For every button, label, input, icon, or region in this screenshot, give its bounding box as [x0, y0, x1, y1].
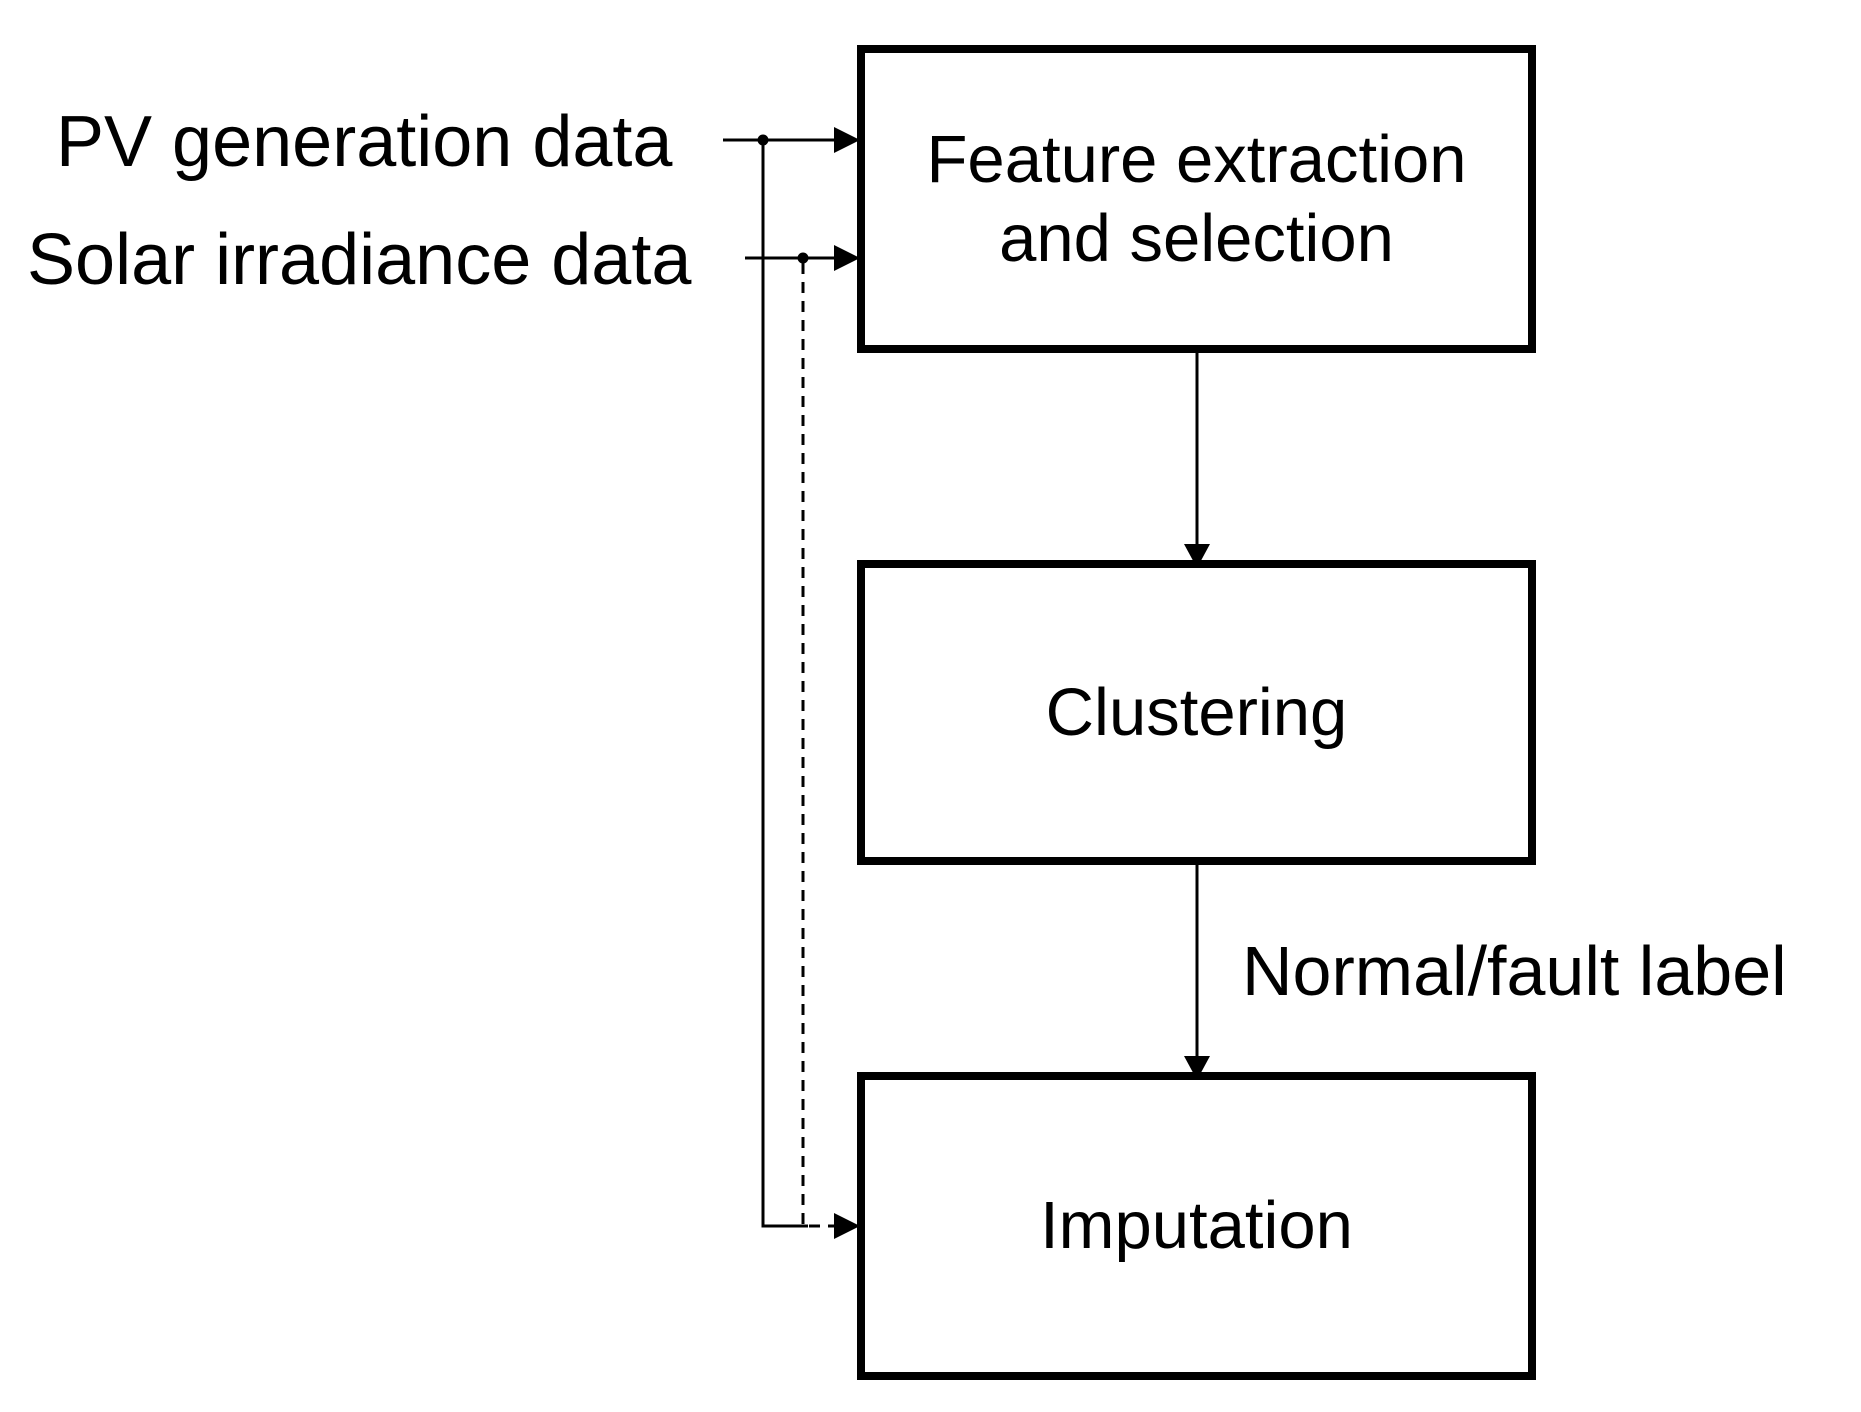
node-feature-extraction-and-selection: Feature extraction and selection	[857, 45, 1536, 353]
edge-label-normal-fault: Normal/fault label	[1242, 932, 1787, 1010]
input-label-solar-irradiance-data: Solar irradiance data	[27, 220, 692, 300]
node-feature-label-line2: and selection	[999, 201, 1394, 276]
junction-dot-pv	[757, 134, 769, 146]
node-feature-label-line1: Feature extraction	[926, 121, 1467, 197]
junction-dot-solar	[797, 252, 809, 264]
solid-drop-line-pv-to-imputation	[761, 140, 808, 1228]
node-clustering-label: Clustering	[1045, 674, 1348, 750]
node-imputation: Imputation	[857, 1072, 1536, 1380]
node-imputation-label: Imputation	[1040, 1188, 1353, 1264]
input-label-pv-generation-data: PV generation data	[56, 102, 673, 182]
dashed-drop-line-solar-to-imputation	[801, 263, 840, 1228]
node-clustering: Clustering	[857, 560, 1536, 865]
